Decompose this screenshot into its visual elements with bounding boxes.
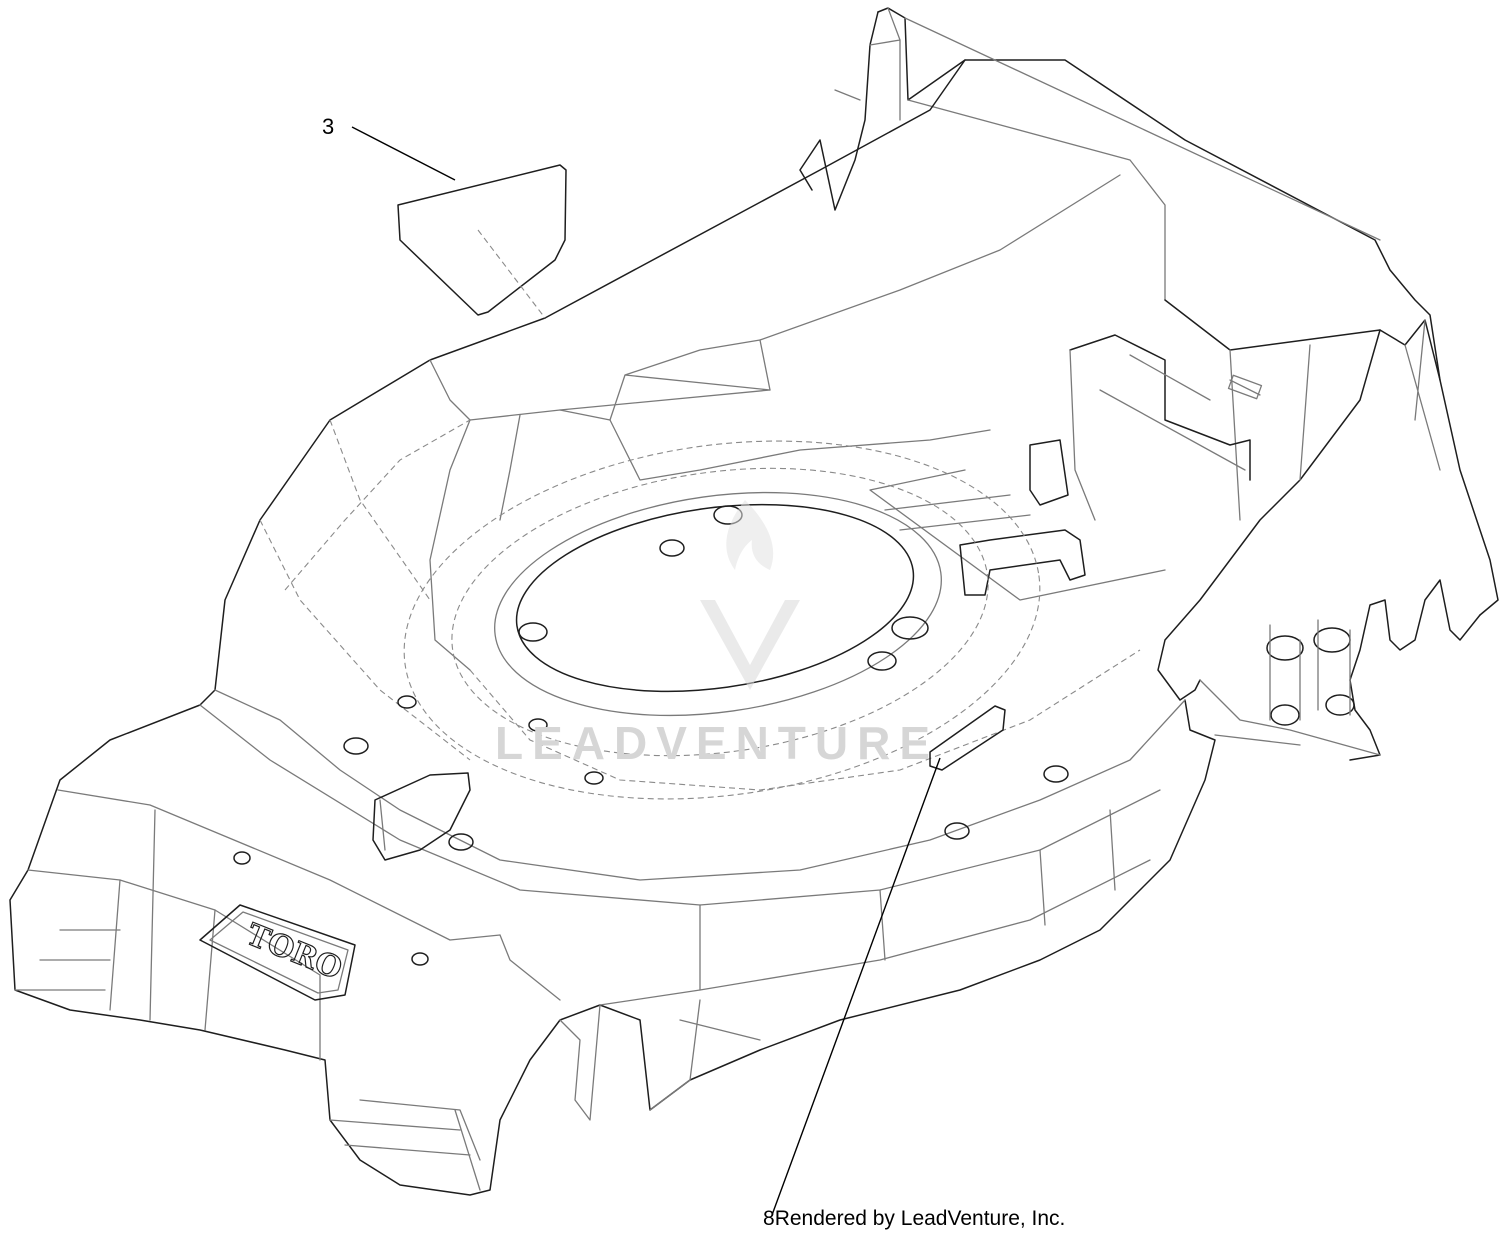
watermark-text: LEADVENTURE bbox=[495, 717, 940, 769]
leader-line-8 bbox=[771, 757, 941, 1216]
callout-label-8: 8 bbox=[763, 1207, 775, 1230]
deck-deflector-tab bbox=[372, 772, 471, 861]
rendered-by-credit: Rendered by LeadVenture, Inc. bbox=[774, 1207, 1066, 1230]
decal-part-8 bbox=[929, 705, 1006, 771]
leader-lines bbox=[351, 126, 941, 1216]
toro-logo-text: TORO bbox=[241, 917, 346, 987]
rear-frame bbox=[799, 7, 1499, 761]
decal-part-3 bbox=[397, 164, 567, 319]
toro-logo-plate: TORO bbox=[199, 904, 356, 1001]
motor-opening bbox=[403, 440, 1041, 800]
footer-credit-line: 8Rendered by LeadVenture, Inc. bbox=[763, 1207, 1065, 1231]
mounting-holes bbox=[233, 505, 1069, 966]
callout-label-3: 3 bbox=[322, 114, 335, 139]
deck-shell bbox=[9, 59, 1216, 1196]
discharge-tunnel bbox=[869, 334, 1263, 601]
leader-line-3 bbox=[351, 126, 456, 181]
watermark-emblem bbox=[700, 500, 800, 690]
height-adjust-brackets bbox=[1266, 619, 1355, 726]
